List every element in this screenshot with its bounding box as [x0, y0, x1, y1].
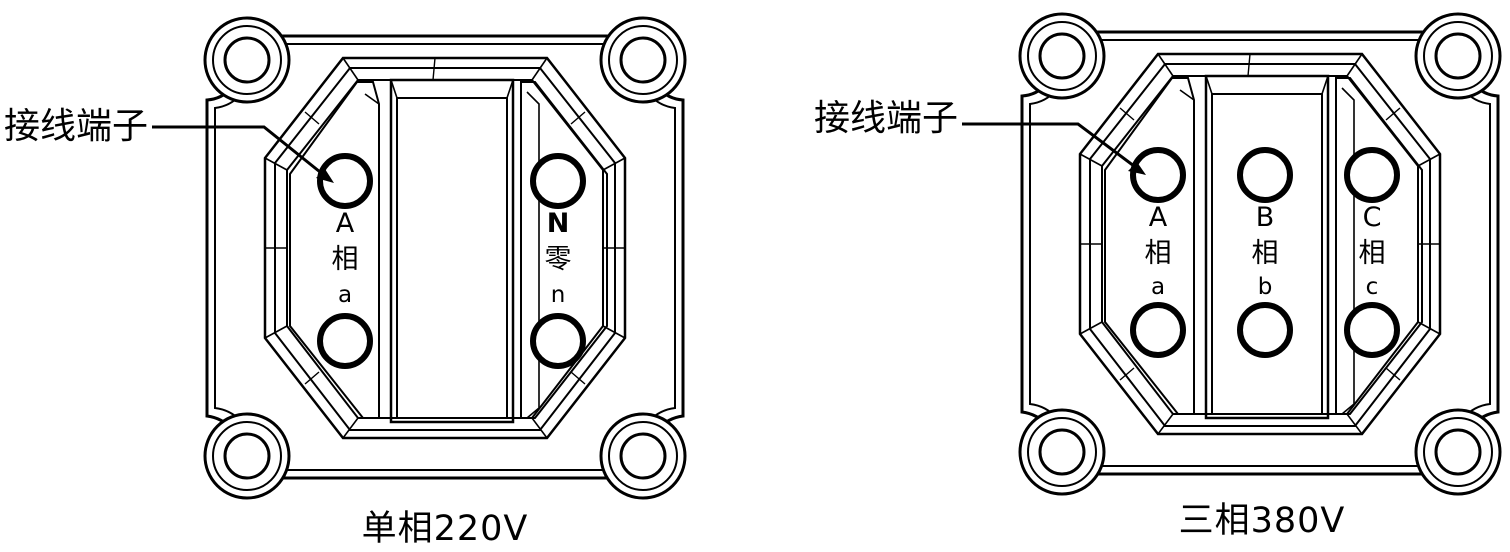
terminal-3c-letter: C	[1363, 202, 1382, 233]
terminal-3b-bottom-circle	[1237, 302, 1293, 358]
terminal-a-letter: A	[336, 208, 355, 239]
single-phase-pointer-arrowhead	[316, 169, 334, 183]
terminal-a-bottom-circle	[317, 313, 373, 369]
terminal-3a-word: 相	[1145, 238, 1172, 269]
terminal-3c-word: 相	[1359, 238, 1386, 269]
terminal-3a-top-circle	[1130, 147, 1186, 203]
three-phase-pointer-arrowhead	[1128, 162, 1146, 175]
terminal-a-sub: a	[338, 282, 352, 308]
terminal-3b-sub: b	[1258, 274, 1273, 300]
terminal-a-word: 相	[332, 244, 359, 275]
terminal-3b-letter: B	[1256, 202, 1275, 233]
terminal-3a-letter: A	[1149, 202, 1168, 233]
three-phase-panel	[1018, 12, 1502, 496]
terminal-3c-bottom-circle	[1344, 302, 1400, 358]
terminal-n-bottom-circle	[530, 313, 586, 369]
terminal-3c-sub: c	[1366, 274, 1379, 300]
terminal-n-word: 零	[545, 244, 572, 275]
terminal-3b-top-circle	[1237, 147, 1293, 203]
terminal-3b-word: 相	[1252, 238, 1279, 269]
single-phase-pointer-label: 接线端子	[4, 106, 148, 147]
three-phase-pointer-label: 接线端子	[814, 98, 958, 139]
terminal-n-sub: n	[551, 282, 566, 308]
terminal-n-letter: N	[547, 208, 570, 239]
terminal-3a-sub: a	[1151, 274, 1165, 300]
single-phase-panel	[203, 16, 687, 500]
three-phase-pointer-line	[962, 122, 1143, 174]
terminal-n-top-circle	[530, 153, 586, 209]
terminal-3c-top-circle	[1344, 147, 1400, 203]
three-phase-caption: 三相380V	[1179, 501, 1346, 541]
terminal-a-top-circle	[317, 153, 373, 209]
terminal-3a-bottom-circle	[1130, 302, 1186, 358]
single-phase-pointer-line	[152, 125, 331, 182]
single-phase-caption: 单相220V	[362, 509, 529, 548]
